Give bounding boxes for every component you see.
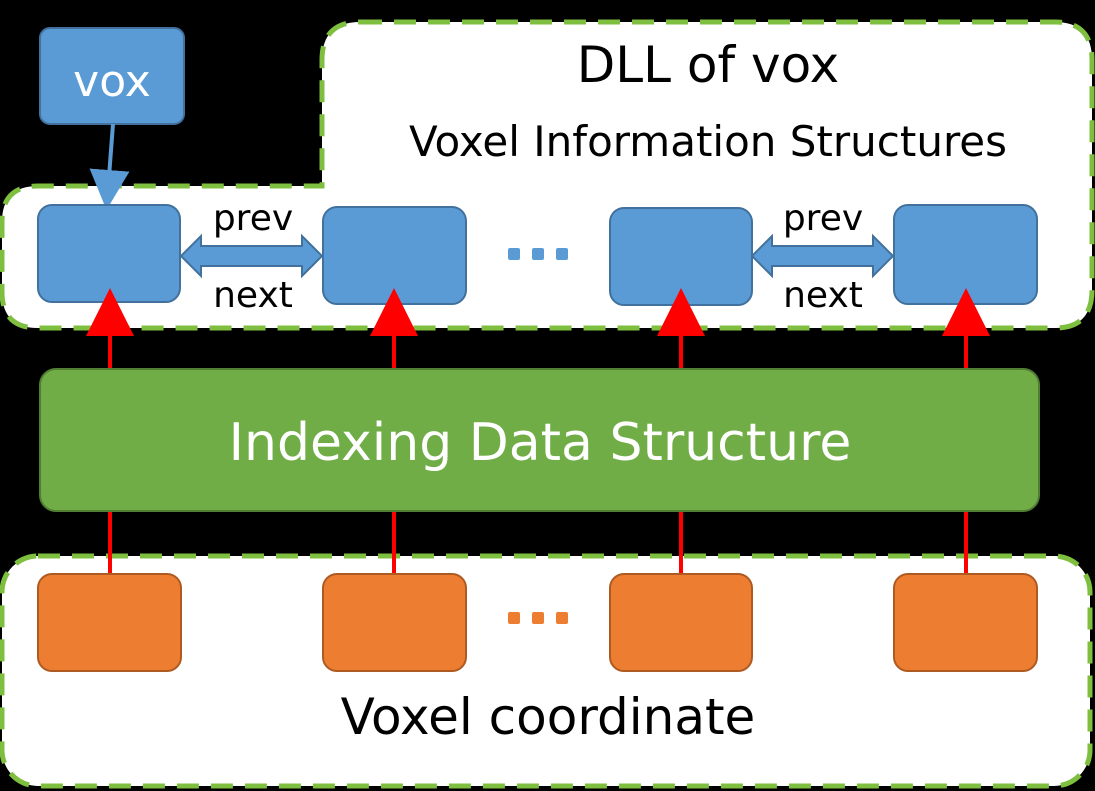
coord-node-4: [893, 573, 1038, 672]
dll-node-1: [37, 204, 181, 303]
dll-node-2: [322, 206, 467, 305]
vox-pointer-arrow: [89, 123, 130, 210]
red-arrows: [86, 288, 990, 574]
indexing-box: Indexing Data Structure: [39, 368, 1040, 512]
vox-box: vox: [39, 27, 185, 125]
next-label-2: next: [783, 275, 863, 316]
prev-label-2: prev: [783, 198, 863, 239]
coord-label: Voxel coordinate: [341, 688, 756, 746]
link-arrow-1: [179, 233, 324, 279]
dll-node-3: [609, 207, 753, 306]
dll-subtitle: Voxel Information Structures: [409, 117, 1007, 166]
coord-node-2: [322, 573, 467, 672]
vox-label: vox: [73, 56, 151, 107]
dll-node-4: [893, 204, 1038, 305]
prev-label-1: prev: [213, 198, 293, 239]
indexing-label: Indexing Data Structure: [229, 413, 852, 473]
coord-panel: [0, 553, 1093, 789]
coord-node-3: [609, 573, 753, 672]
dll-ellipsis: [508, 248, 568, 260]
link-arrow-2: [750, 233, 895, 279]
coord-ellipsis: [508, 612, 568, 624]
coord-node-1: [37, 573, 182, 672]
next-label-1: next: [213, 275, 293, 316]
dll-title: DLL of vox: [577, 36, 839, 94]
